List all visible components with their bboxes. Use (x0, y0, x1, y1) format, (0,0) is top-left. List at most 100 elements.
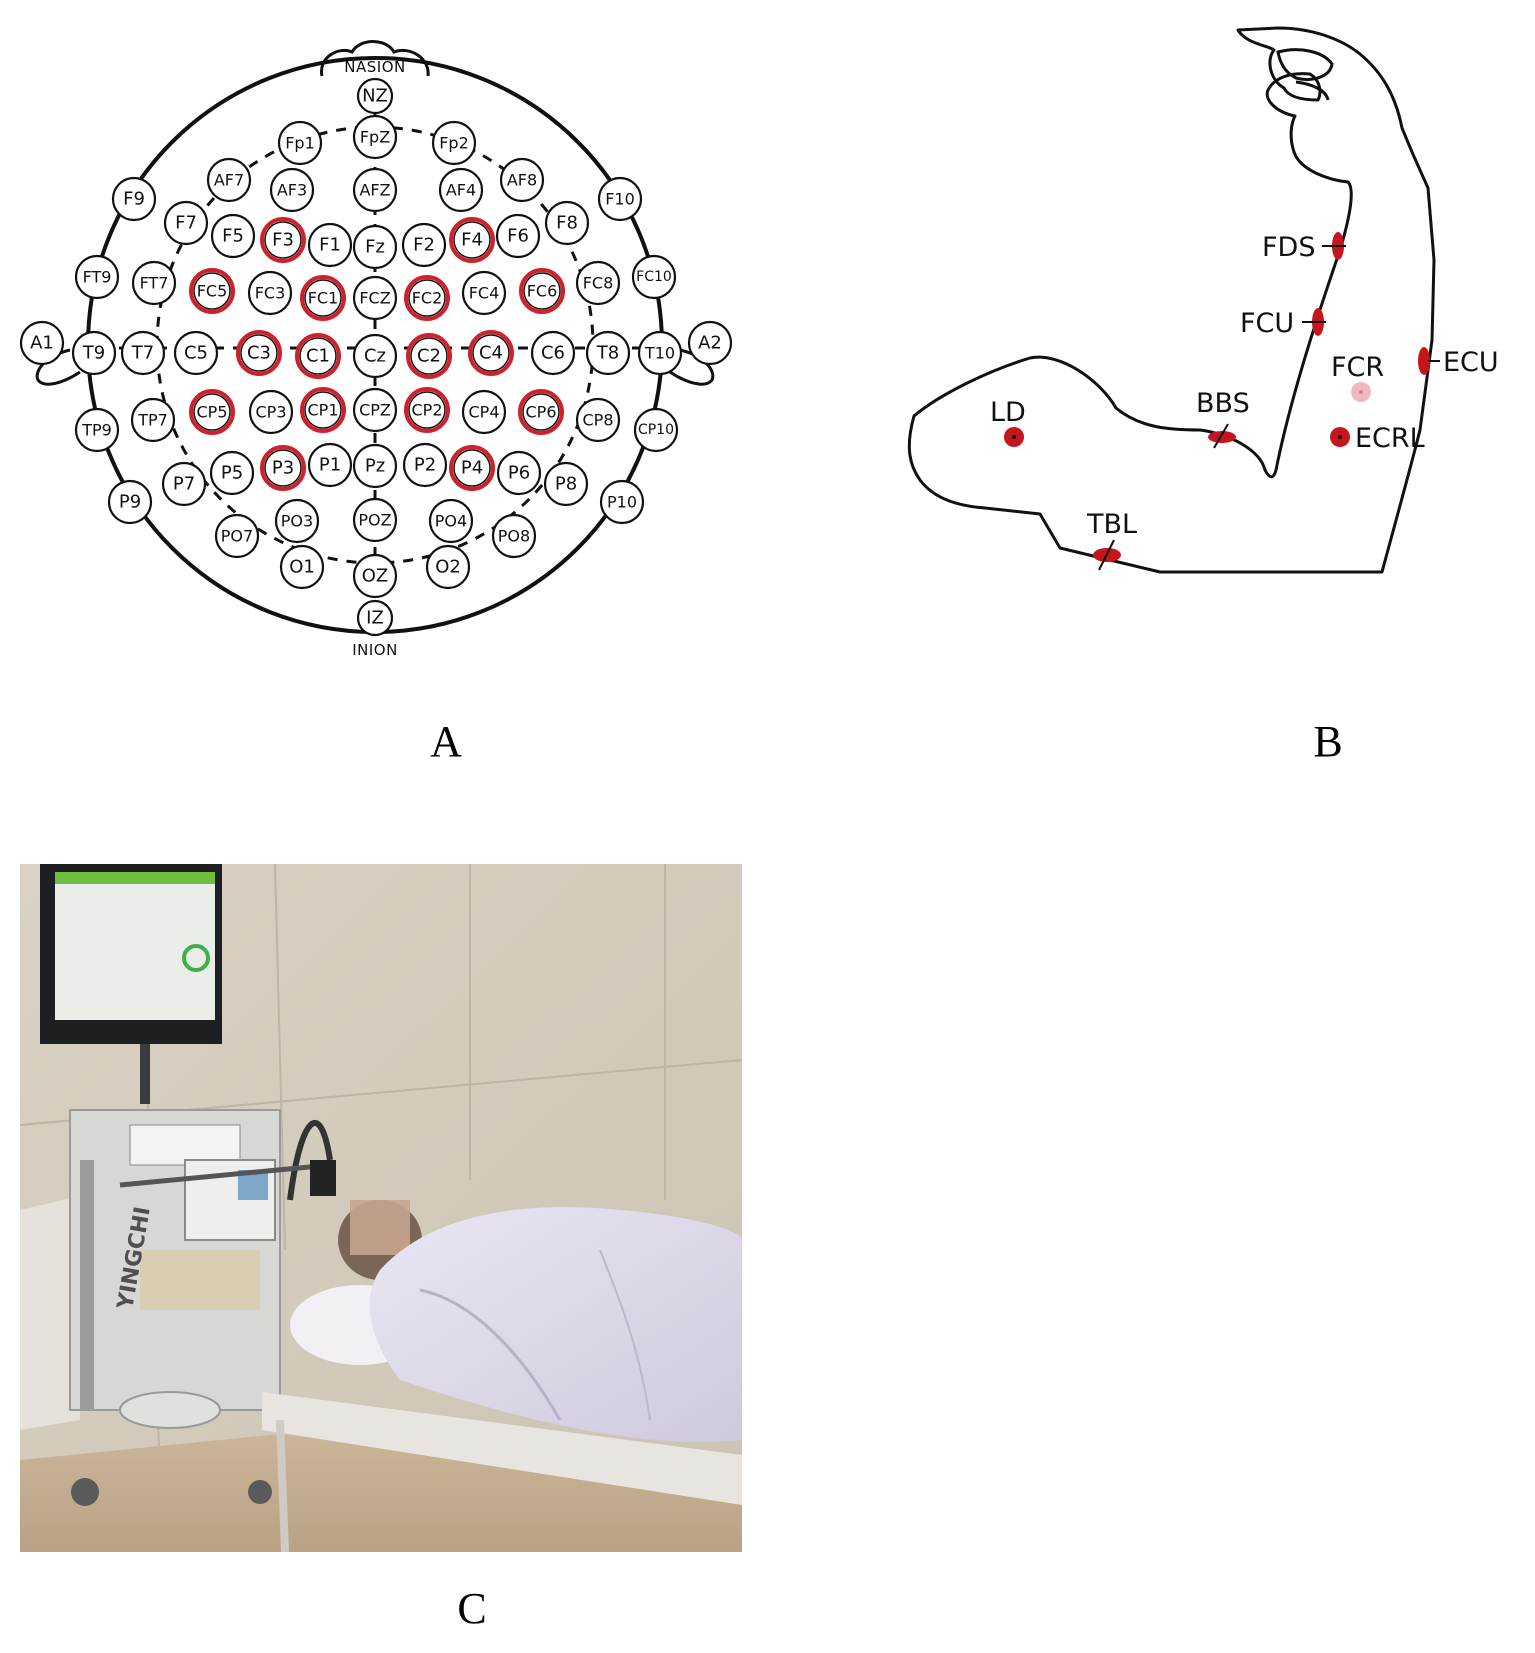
electrode-ring (260, 217, 306, 263)
nasion-label: NASION (344, 58, 405, 76)
muscle-label: FCU (1240, 308, 1294, 339)
electrode-f3: F3 (260, 217, 306, 263)
electrode-inner-ring (408, 279, 446, 317)
electrode-ring (431, 120, 477, 166)
electrode-label: Fp2 (439, 134, 469, 153)
electrode-label: T7 (131, 343, 154, 364)
electrode-fc6: FC6 (519, 268, 565, 314)
electrode-ring (356, 599, 394, 637)
electrode-f8: F8 (544, 200, 590, 246)
electrode-inner-ring (522, 393, 560, 431)
muscle-tbl: TBL (1086, 509, 1137, 571)
electrode-ring (19, 320, 65, 366)
electrode-inner-ring (264, 221, 302, 259)
electrode-ring (352, 553, 398, 599)
electrode-inner-ring (299, 337, 337, 375)
electrode-t7: T7 (120, 330, 166, 376)
electrode-ring (111, 176, 157, 222)
electrode-ring (461, 389, 507, 435)
electrode-cpz: CPZ (352, 387, 398, 433)
electrode-ring (352, 114, 398, 160)
electrode-po4: PO4 (428, 498, 474, 544)
panel-label-b: B (1313, 717, 1342, 766)
electrode-inner-ring (304, 391, 342, 429)
electrode-p7: P7 (161, 461, 207, 507)
electrode-ring (260, 445, 306, 491)
electrode-ring (352, 443, 398, 489)
electrode-ring (269, 167, 315, 213)
electrode-po7: PO7 (214, 513, 260, 559)
electrode-inner-ring (193, 393, 231, 431)
electrode-ring (461, 270, 507, 316)
electrode-inner-ring (472, 334, 510, 372)
electrode-af3: AF3 (269, 167, 315, 213)
thumb-outline (1276, 48, 1334, 81)
electrode-label: CP3 (256, 403, 287, 422)
setup-photo: YINGCHI (20, 864, 742, 1552)
arm-outline (907, 26, 1436, 574)
electrode-inner-ring (264, 449, 302, 487)
electrode-marker-dot (1338, 435, 1342, 439)
electrode-c6: C6 (530, 330, 576, 376)
electrode-label: TP9 (81, 421, 112, 440)
electrode-label: P3 (272, 458, 294, 479)
electrode-ring (300, 275, 346, 321)
marker-tick (1213, 423, 1229, 449)
electrode-label: P8 (555, 474, 577, 495)
electrode-fp2: Fp2 (431, 120, 477, 166)
electrode-ring (209, 450, 255, 496)
electrode-marker-dot (1359, 390, 1363, 394)
electrode-af4: AF4 (438, 167, 484, 213)
electrode-ring (352, 497, 398, 543)
muscle-label: FDS (1262, 232, 1315, 263)
electrode-label: C1 (306, 346, 330, 367)
electrode-f2: F2 (401, 222, 447, 268)
electrode-pz: Pz (352, 443, 398, 489)
electrode-label: F3 (272, 230, 294, 251)
electrode-label: FC5 (197, 282, 228, 301)
electrode-p5: P5 (209, 450, 255, 496)
electrode-ring (406, 333, 452, 379)
electrode-ring (300, 387, 346, 433)
muscle-ecu: ECU (1418, 347, 1499, 378)
electrode-ring (499, 157, 545, 203)
electrode-ring (597, 176, 643, 222)
electrode-label: NZ (362, 86, 388, 107)
electrode-f7: F7 (163, 200, 209, 246)
electrode-cp10: CP10 (633, 407, 679, 453)
electrode-ring (401, 222, 447, 268)
electrode-ring (74, 254, 120, 300)
electrode-ring (247, 270, 293, 316)
muscle-bbs: BBS (1196, 388, 1250, 449)
electrode-ring (438, 167, 484, 213)
electrode-af7: AF7 (206, 157, 252, 203)
electrode-p8: P8 (543, 461, 589, 507)
electrode-ring (352, 224, 398, 270)
electrode-label: AF3 (277, 181, 307, 200)
electrode-label: P7 (173, 474, 195, 495)
electrode-ring (356, 77, 394, 115)
electrode-label: C5 (184, 343, 208, 364)
electrode-label: T8 (596, 343, 619, 364)
electrode-ring (161, 461, 207, 507)
muscle-fcu: FCU (1240, 308, 1326, 339)
electrode-ring (107, 479, 153, 525)
electrode-ring (120, 330, 166, 376)
muscle-label: LD (990, 397, 1026, 428)
electrode-label: FC2 (412, 289, 443, 308)
electrode-ring (163, 200, 209, 246)
electrode-ring (295, 333, 341, 379)
electrode-c3: C3 (236, 330, 282, 376)
electrode-ring (575, 397, 621, 443)
electrode-ring (687, 320, 733, 366)
electrode-label: FC1 (308, 289, 339, 308)
electrode-cp3: CP3 (248, 389, 294, 435)
electrode-label: CP4 (469, 403, 500, 422)
electrode-label: AFZ (359, 181, 390, 200)
muscle-label: ECU (1443, 347, 1499, 378)
electrode-cp6: CP6 (518, 389, 564, 435)
electrode-label: P2 (414, 455, 436, 476)
electrode-ring (468, 330, 514, 376)
electrode-fc10: FC10 (631, 254, 677, 300)
